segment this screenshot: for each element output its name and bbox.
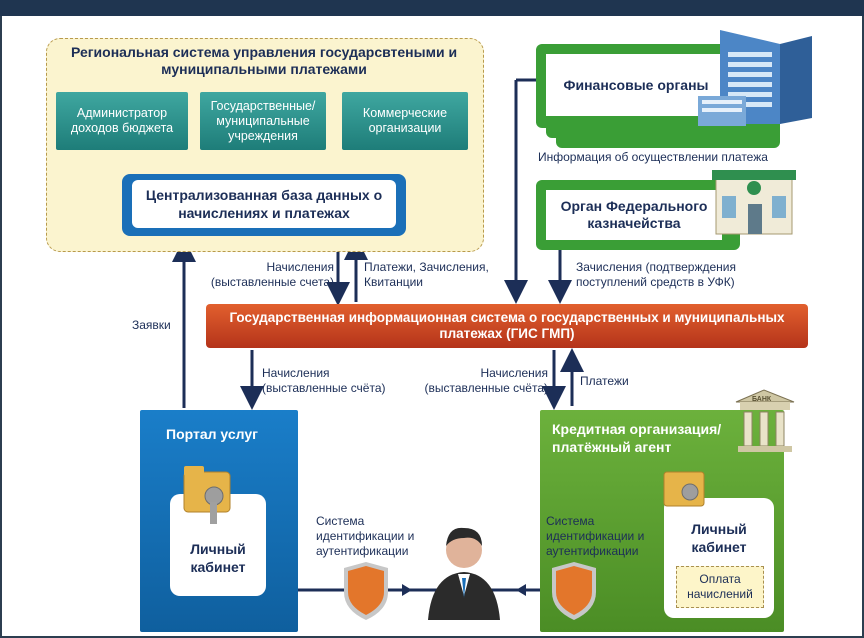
bank-cabinet: Личный кабинет — [691, 521, 747, 555]
arrowhead-user-right — [516, 584, 526, 596]
pay-charges: Оплата начислений — [676, 566, 764, 608]
user-icon — [428, 527, 500, 620]
label-ident-left: Система идентификации и аутентификации — [316, 514, 415, 558]
regional-title: Региональная система управления государс… — [70, 44, 458, 77]
label-payments-right: Платежи — [580, 374, 629, 388]
shield-icon-left — [344, 562, 388, 620]
label-charges-right: Начисления (выставленные счёта) — [424, 366, 548, 395]
label-ident-right: Система идентификации и аутентификации — [546, 514, 645, 558]
label-charges-top: Начисления (выставленные счета) — [210, 260, 334, 289]
bank-title: Кредитная организация/ платёжный агент — [552, 421, 722, 455]
label-treasury-credits: Зачисления (подтверждения поступлений ср… — [576, 260, 736, 289]
box-commercial: Коммерческие организации — [342, 92, 468, 150]
box-institutions: Государственные/ муниципальные учреждени… — [200, 92, 326, 150]
finance-organs: Финансовые органы — [546, 54, 726, 116]
arrowhead-user-left — [402, 584, 412, 596]
treasury: Орган Федерального казначейства — [546, 190, 722, 240]
payment-info-label: Информация об осуществлении платежа — [538, 150, 768, 164]
top-bar — [0, 0, 864, 16]
bank-sign: БАНК — [752, 396, 772, 403]
portal-title: Портал услуг — [166, 426, 258, 442]
label-charges-left: Начисления (выставленные счёта) — [262, 366, 386, 395]
gis-gmp: Государственная информационная система о… — [206, 304, 808, 348]
label-payments-top: Платежи, Зачисления, Квитанции — [364, 260, 489, 289]
box-revenue-admin: Администратор доходов бюджета — [56, 92, 188, 150]
label-requests: Заявки — [132, 318, 171, 332]
central-db: Централизованная база данных о начислени… — [132, 180, 396, 228]
portal-cabinet: Личный кабинет — [190, 541, 246, 575]
shield-icon-right — [552, 562, 596, 620]
